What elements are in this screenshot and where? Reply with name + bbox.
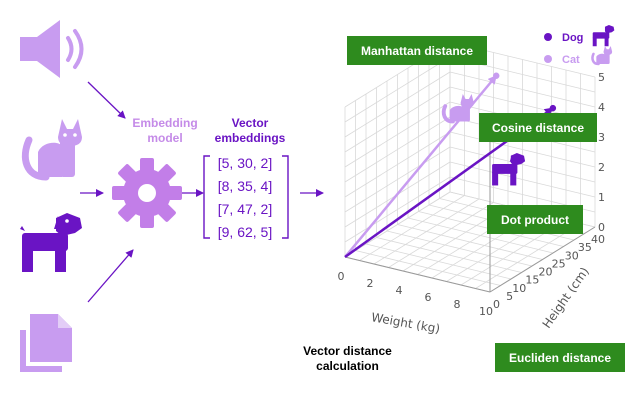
grid-line [489, 226, 596, 293]
tick-label: 6 [425, 291, 432, 304]
vector-row: [7, 47, 2] [217, 201, 273, 217]
grid-line [475, 223, 581, 289]
tick-label: 5 [506, 290, 513, 303]
cat-point [493, 72, 500, 79]
embedding-model-label: Embedding model [132, 116, 198, 145]
tick-label: 20 [539, 266, 553, 279]
arrow-document-to-model [87, 249, 134, 303]
tick-label: 2 [598, 161, 605, 174]
grid-line [407, 217, 554, 254]
chart-grid [344, 41, 596, 293]
legend-cat-marker [544, 55, 552, 63]
legend-cat-icon [591, 46, 613, 66]
euclidean-distance-box: Eucliden distance [495, 343, 625, 372]
speaker-icon [20, 20, 84, 78]
tick-label: 5 [598, 71, 605, 84]
document-icon [20, 314, 72, 372]
tick-label: 30 [565, 249, 579, 262]
grid-line [344, 256, 491, 293]
legend-cat-label: Cat [562, 54, 580, 66]
legend-dog-label: Dog [562, 32, 583, 44]
legend-dog-icon [592, 25, 615, 47]
tick-label: 0 [338, 270, 345, 283]
x-axis-label: Weight (kg) [370, 310, 441, 336]
grid-line [397, 224, 543, 260]
dog-point [549, 104, 557, 112]
gear-icon [112, 158, 182, 228]
vector-distance-label: Vector distance calculation [303, 344, 392, 373]
tick-label: 4 [396, 284, 403, 297]
vector-embeddings-label: Vector embeddings [214, 116, 286, 145]
tick-label: 0 [598, 221, 605, 234]
grid-line [344, 71, 451, 138]
vector-row: [5, 30, 2] [217, 155, 273, 171]
manhattan-distance-box: Manhattan distance [347, 36, 487, 65]
tick-label: 35 [578, 241, 592, 254]
vector-row: [8, 35, 4] [217, 178, 273, 194]
tick-label: 10 [479, 305, 493, 318]
vector-bracket-right [282, 155, 289, 239]
grid-line [449, 71, 596, 108]
tick-label: 10 [512, 282, 526, 295]
tick-label: 25 [552, 257, 566, 270]
tick-label: 4 [598, 101, 605, 114]
tick-label: 8 [454, 298, 461, 311]
tick-label: 15 [525, 274, 539, 287]
dot-product-box: Dot product [487, 205, 583, 234]
cosine-distance-box: Cosine distance [479, 113, 597, 142]
vector-bracket-left [203, 155, 210, 239]
tick-label: 3 [598, 131, 605, 144]
legend-dog-marker [544, 33, 552, 41]
legend: Dog Cat [544, 25, 615, 66]
tick-label: 0 [493, 298, 500, 311]
tick-label: 2 [367, 277, 374, 290]
cat-point-icon [441, 94, 474, 124]
grid-line [344, 86, 451, 153]
vector-row: [9, 62, 5] [217, 224, 273, 240]
grid-line [344, 116, 451, 183]
tick-label: 1 [598, 191, 605, 204]
grid-line [344, 101, 451, 168]
dog-point-icon [492, 153, 526, 186]
arrow-speaker-to-model [87, 81, 126, 119]
cat-icon [21, 119, 82, 181]
dog-icon [20, 213, 82, 272]
grid-line [344, 56, 451, 123]
tick-label: 40 [591, 233, 605, 246]
